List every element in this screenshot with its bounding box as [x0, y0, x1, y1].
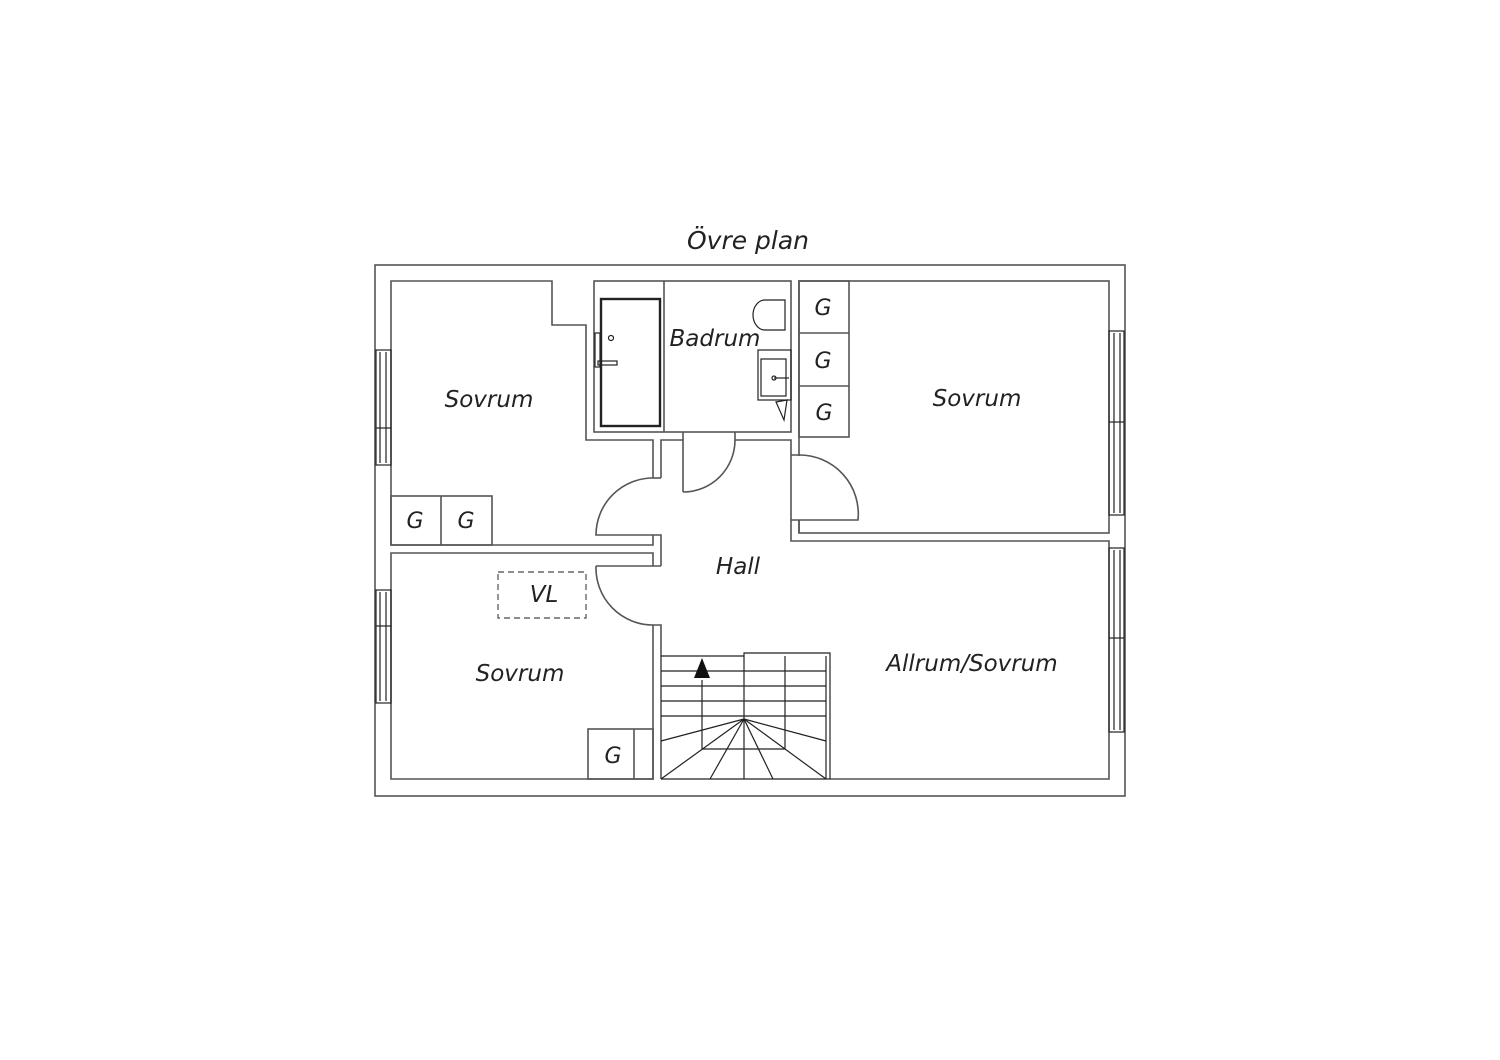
room-label: Badrum [670, 326, 761, 352]
room-family [790, 520, 1110, 780]
shower-icon [599, 297, 662, 428]
room-label: Sovrum [933, 386, 1022, 412]
room-label: Hall [716, 554, 761, 580]
sink-icon [757, 349, 792, 401]
wardrobe-label: G [814, 349, 831, 374]
window [1108, 330, 1125, 516]
window [1108, 547, 1125, 733]
wardrobe-label: G [406, 509, 423, 534]
window [375, 589, 392, 704]
plan-title: Övre plan [687, 226, 809, 255]
room-label: Sovrum [445, 387, 534, 413]
attic-hatch [497, 571, 587, 619]
room-label: Sovrum [476, 661, 565, 687]
room-bedroom-top-left [390, 280, 654, 546]
wardrobe-label: G [604, 744, 621, 769]
door-arc [595, 477, 662, 566]
attic-hatch-label: VL [530, 582, 559, 608]
door-arc [791, 454, 860, 533]
window [375, 349, 392, 466]
door-arc [682, 439, 736, 493]
toilet-icon [752, 299, 786, 331]
wardrobe [798, 280, 850, 438]
room-bathroom [593, 280, 792, 433]
staircase [660, 652, 831, 780]
wardrobe-label: G [815, 401, 832, 426]
door-arc [595, 565, 662, 779]
wardrobe [587, 728, 654, 780]
outer-wall [374, 264, 1126, 797]
wardrobe-label: G [814, 296, 831, 321]
wardrobe-label: G [457, 509, 474, 534]
hall-wall [660, 439, 684, 492]
room-label: Allrum/Sovrum [884, 651, 1057, 677]
stair-arrow-icon [694, 658, 710, 678]
